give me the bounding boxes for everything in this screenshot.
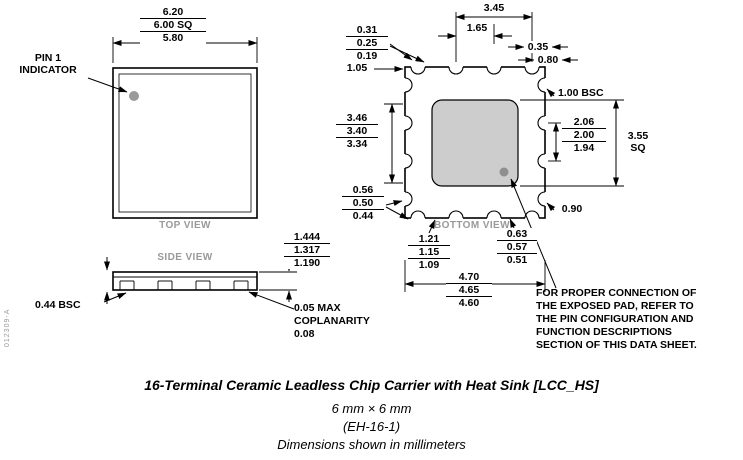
exposed-pad bbox=[431, 99, 519, 187]
side-view-label: SIDE VIEW bbox=[157, 252, 213, 263]
pin1-indicator-dot bbox=[129, 91, 139, 101]
top-view-outline bbox=[112, 67, 258, 219]
side-view-height-dim: 1.444 1.317 1.190 bbox=[284, 231, 330, 269]
side-view-outline bbox=[112, 271, 258, 291]
figure-units: Dimensions shown in millimeters bbox=[277, 437, 466, 452]
figure-size: 6 mm × 6 mm bbox=[331, 401, 412, 416]
overall-width-dim: 4.70 4.65 4.60 bbox=[446, 271, 492, 309]
exposed-pad-note: FOR PROPER CONNECTION OF THE EXPOSED PAD… bbox=[536, 287, 697, 351]
coplanarity-note: 0.05 MAX COPLANARITY 0.08 bbox=[294, 302, 370, 340]
figure-package-code: (EH-16-1) bbox=[342, 419, 401, 434]
bsc-dim: 1.00 BSC bbox=[556, 87, 606, 99]
terminal-pitch-dim: 0.44 BSC bbox=[33, 299, 83, 311]
top-span-dim: 3.45 bbox=[477, 2, 511, 14]
pitch-dim: 1.65 bbox=[462, 22, 492, 34]
terminal-width-dim: 0.31 0.25 0.19 bbox=[346, 24, 388, 62]
top-view-size-dim: 6.20 6.00 SQ 5.80 bbox=[140, 6, 206, 44]
bottom-dim-b: 0.63 0.57 0.51 bbox=[497, 228, 537, 266]
bottom-dim-a: 1.21 1.15 1.09 bbox=[408, 233, 450, 271]
terminal-length-dim: 0.56 0.50 0.44 bbox=[342, 184, 384, 222]
pad-pin1-dot bbox=[499, 167, 509, 177]
corner-dim-c: 0.90 bbox=[556, 203, 588, 215]
end-offset-dim: 1.05 bbox=[342, 62, 372, 74]
bottom-view-label: BOTTOM VIEW bbox=[434, 220, 510, 231]
drawing-side-code: 012309-A bbox=[4, 308, 11, 347]
bottom-view-outline bbox=[402, 64, 548, 221]
top-view-label: TOP VIEW bbox=[159, 220, 211, 231]
side-span-dim: 3.46 3.40 3.34 bbox=[336, 112, 378, 150]
pad-offset-dim: 2.06 2.00 1.94 bbox=[562, 116, 606, 154]
figure-title: 16-Terminal Ceramic Leadless Chip Carrie… bbox=[144, 377, 599, 393]
corner-dim-b: 0.80 bbox=[534, 54, 562, 66]
pad-size-dim: 3.55 SQ bbox=[627, 130, 649, 154]
corner-dim-a: 0.35 bbox=[524, 41, 552, 53]
pin1-indicator-label: PIN 1 INDICATOR bbox=[19, 52, 77, 76]
